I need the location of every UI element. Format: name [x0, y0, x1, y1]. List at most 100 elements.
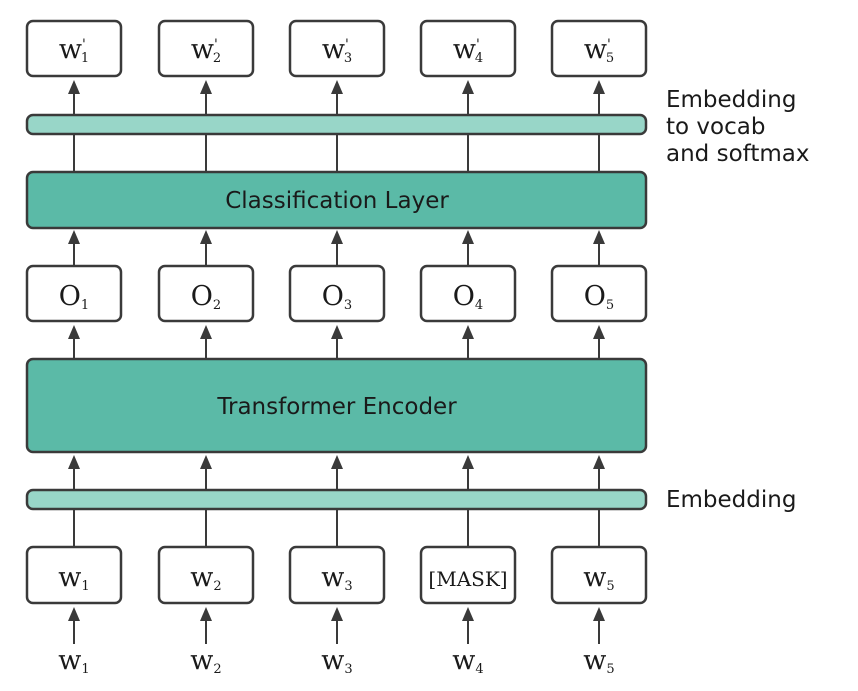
token-base: w [191, 34, 214, 65]
arrow-head [68, 80, 80, 94]
token-subscript: 4 [475, 298, 483, 313]
token-base: w [58, 562, 81, 593]
token-subscript: 1 [81, 298, 89, 313]
arrow-head [462, 230, 474, 244]
token-subscript: 1 [81, 51, 89, 66]
token-base: w [190, 645, 213, 676]
token-label: O3 [322, 281, 352, 313]
token-label: w5 [583, 645, 614, 677]
token-subscript: 2 [213, 662, 221, 677]
token-subscript: 1 [81, 662, 89, 677]
token-base: w [583, 562, 606, 593]
token-label: w3 [321, 562, 352, 594]
token-subscript: 4 [475, 662, 483, 677]
token-label: w2 [190, 645, 221, 677]
input-token-box-3 [288, 545, 386, 605]
token-subscript: 1 [81, 579, 89, 594]
token-label: w2 [190, 562, 221, 594]
arrow-head [593, 80, 605, 94]
token-label: O5 [584, 281, 614, 313]
token-base: w [190, 562, 213, 593]
input-token-box-5 [550, 545, 648, 605]
token-subscript: 2 [213, 298, 221, 313]
token-subscript: 4 [475, 51, 483, 66]
token-subscript: 3 [344, 662, 352, 677]
token-prime: ' [476, 37, 480, 53]
encoder-output-box-5 [550, 264, 648, 323]
arrow-head [462, 607, 474, 621]
arrow-head [331, 325, 343, 339]
token-subscript: 5 [606, 298, 614, 313]
token-prime: ' [345, 37, 349, 53]
arrow-head [200, 325, 212, 339]
token-base: w [59, 34, 82, 65]
token-subscript: 3 [344, 298, 352, 313]
token-subscript: 5 [606, 662, 614, 677]
arrow-head [331, 80, 343, 94]
input-embedding-label: Embedding [666, 487, 796, 513]
arrow-head [68, 455, 80, 469]
token-label: w3 [321, 645, 352, 677]
arrow-head [593, 455, 605, 469]
token-subscript: 3 [344, 579, 352, 594]
token-subscript: 3 [344, 51, 352, 66]
token-label: w'3 [322, 34, 352, 66]
token-label: w1 [58, 562, 89, 594]
token-base: w [321, 645, 344, 676]
classification-layer-label: Classification Layer [225, 188, 449, 214]
token-label: w'2 [191, 34, 221, 66]
token-label: w1 [58, 645, 89, 677]
encoder-output-box-3 [288, 264, 386, 323]
arrow-head [462, 325, 474, 339]
token-prime: ' [214, 37, 218, 53]
output-embedding-label-line-2: to vocab [666, 114, 765, 140]
output-token-box-3 [288, 19, 386, 78]
token-label: w'1 [59, 34, 89, 66]
encoder-output-box-4 [419, 264, 517, 323]
token-base: w [584, 34, 607, 65]
arrow-head [593, 230, 605, 244]
transformer-encoder [25, 357, 648, 454]
token-base: w [583, 645, 606, 676]
token-label: O1 [59, 281, 89, 313]
output-embedding-label-line-1: Embedding [666, 87, 796, 113]
transformer-encoder-label: Transformer Encoder [216, 394, 457, 420]
token-prime: ' [607, 37, 611, 53]
output-token-box-4 [419, 19, 517, 78]
token-base: w [452, 645, 475, 676]
token-base: O [59, 281, 81, 312]
output-token-box-5 [550, 19, 648, 78]
arrow-head [331, 607, 343, 621]
arrow-head [200, 607, 212, 621]
token-label: w'4 [453, 34, 483, 66]
token-base: O [191, 281, 213, 312]
classification-layer [25, 170, 648, 230]
token-subscript: 2 [213, 579, 221, 594]
token-prime: ' [82, 37, 86, 53]
arrow-head [593, 607, 605, 621]
input-token-box-2 [157, 545, 255, 605]
arrow-head [462, 80, 474, 94]
input-token-box-1 [25, 545, 123, 605]
arrow-head [68, 230, 80, 244]
mask-token-label: [MASK] [428, 567, 507, 591]
token-base: O [584, 281, 606, 312]
output-embedding-label-line-3: and softmax [666, 141, 809, 167]
encoder-output-box-2 [157, 264, 255, 323]
arrow-head [200, 455, 212, 469]
encoder-output-box-1 [25, 264, 123, 323]
token-base: w [453, 34, 476, 65]
token-subscript: 5 [606, 579, 614, 594]
input-token-box-4 [419, 545, 517, 605]
arrow-head [68, 607, 80, 621]
arrow-head [200, 80, 212, 94]
output-token-box-1 [25, 19, 123, 78]
arrow-head [331, 455, 343, 469]
token-subscript: 5 [606, 51, 614, 66]
token-base: O [453, 281, 475, 312]
